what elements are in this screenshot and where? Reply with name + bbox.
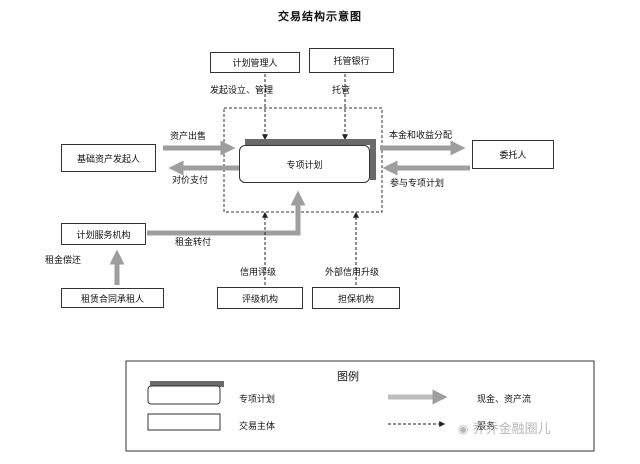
special-plan-box: 专项计划 (239, 145, 370, 183)
service-agency-box: 计划服务机构 (61, 223, 146, 245)
rating-agency-box: 评级机构 (217, 287, 303, 309)
label-rent-transfer: 租金转付 (175, 238, 212, 248)
diagram-title: 交易结构示意图 (278, 10, 362, 23)
label-consideration-payment: 对价支付 (172, 176, 209, 186)
legend-plan-sample (147, 385, 221, 405)
originator-box: 基础资产发起人 (61, 144, 156, 172)
label-principal-income: 本金和收益分配 (389, 131, 453, 141)
legend-entity-label: 交易主体 (239, 422, 276, 432)
legend-title: 图例 (337, 370, 359, 383)
label-participate-plan: 参与专项计划 (390, 179, 445, 189)
custodian-bank-box: 托管银行 (309, 48, 394, 73)
label-credit-rating: 信用评级 (240, 268, 277, 278)
lessee-box: 租赁合同承租人 (61, 288, 164, 308)
label-custody: 托管 (332, 86, 351, 96)
label-initiate-manage: 发起设立、管理 (210, 86, 274, 96)
plan-manager-box: 计划管理人 (210, 52, 300, 73)
legend-entity-sample (147, 413, 221, 431)
watermark-label: 乔乔金融圈儿 (472, 422, 551, 437)
label-asset-sale: 资产出售 (170, 132, 207, 142)
watermark-text: ◉ 乔乔金融圈儿 (458, 418, 551, 437)
special-plan-shadow (245, 139, 376, 180)
label-external-credit-enhancement: 外部信用升级 (325, 268, 380, 278)
plan-boundary-dashed (223, 107, 383, 213)
guarantee-agency-box: 担保机构 (312, 287, 400, 309)
legend-dashed-label: 服务 (477, 422, 496, 432)
wechat-icon: ◉ (458, 422, 469, 436)
trustor-box: 委托人 (472, 140, 554, 169)
legend-cash-label: 现金、资产流 (477, 395, 532, 405)
arrow-rent-transfer (147, 190, 306, 236)
legend-plan-label: 专项计划 (239, 395, 276, 405)
label-rent-repayment: 租金偿还 (45, 256, 82, 266)
legend-box (125, 360, 595, 452)
